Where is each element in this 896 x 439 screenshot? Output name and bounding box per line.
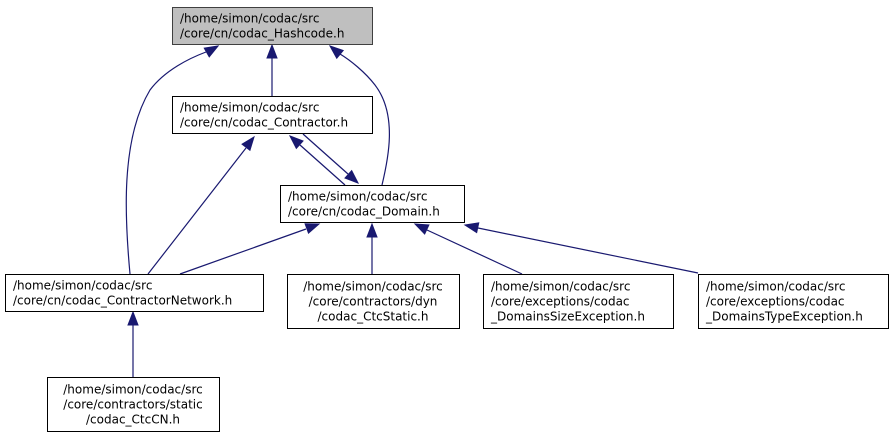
arrowhead-icon bbox=[288, 135, 304, 150]
node-label-line: /codac_CtcStatic.h bbox=[318, 310, 429, 324]
node-label-line: /core/cn/codac_Domain.h bbox=[288, 205, 440, 219]
node-contractornetwork[interactable]: /home/simon/codac/src/core/cn/codac_Cont… bbox=[5, 274, 264, 312]
arrowhead-icon bbox=[328, 45, 345, 60]
node-label-line: _DomainsTypeException.h bbox=[705, 310, 863, 324]
edge-contractor-to-domain bbox=[302, 133, 360, 184]
arrowhead-icon bbox=[413, 223, 430, 235]
node-label-line: /home/simon/codac/src bbox=[180, 101, 319, 115]
edge-ctccn-to-contractornetwork bbox=[127, 310, 139, 377]
node-label-line: /core/cn/codac_ContractorNetwork.h bbox=[13, 294, 232, 308]
node-hashcode: /home/simon/codac/src/core/cn/codac_Hash… bbox=[172, 7, 373, 45]
edge-line bbox=[147, 147, 247, 275]
edge-ctcstatic-to-domain bbox=[366, 222, 378, 274]
node-label-line: /home/simon/codac/src bbox=[706, 280, 845, 294]
node-box[interactable] bbox=[172, 96, 373, 134]
edge-line bbox=[339, 53, 390, 186]
node-label-line: /core/exceptions/codac bbox=[706, 295, 845, 309]
node-label-line: _DomainsSizeException.h bbox=[490, 310, 645, 324]
node-box bbox=[172, 7, 373, 45]
node-contractor[interactable]: /home/simon/codac/src/core/cn/codac_Cont… bbox=[172, 96, 373, 134]
node-label-line: /home/simon/codac/src bbox=[180, 12, 319, 26]
edge-line bbox=[302, 133, 349, 175]
edge-contractor-to-hashcode bbox=[266, 43, 278, 96]
node-box[interactable] bbox=[483, 274, 674, 329]
edge-line bbox=[179, 228, 307, 275]
edge-contractornetwork-to-domain bbox=[179, 223, 321, 275]
node-label-line: /home/simon/codac/src bbox=[288, 190, 427, 204]
node-domainssizeexception[interactable]: /home/simon/codac/src/core/exceptions/co… bbox=[483, 274, 674, 329]
edges-layer bbox=[125, 43, 699, 377]
edge-domainstypeexception-to-domain bbox=[463, 222, 699, 274]
node-box[interactable] bbox=[280, 185, 465, 223]
arrowhead-icon bbox=[366, 222, 378, 238]
edge-line bbox=[125, 51, 207, 275]
arrowhead-icon bbox=[266, 43, 278, 59]
node-label-line: /codac_CtcCN.h bbox=[86, 413, 180, 427]
arrowhead-icon bbox=[203, 45, 220, 58]
nodes-layer: /home/simon/codac/src/core/cn/codac_Hash… bbox=[5, 7, 889, 432]
edge-contractornetwork-to-hashcode bbox=[125, 45, 220, 275]
node-box[interactable] bbox=[47, 377, 220, 432]
edge-line bbox=[477, 227, 699, 274]
node-domainstypeexception[interactable]: /home/simon/codac/src/core/exceptions/co… bbox=[698, 274, 889, 329]
node-box[interactable] bbox=[5, 274, 264, 312]
edge-domain-to-contractor bbox=[288, 135, 346, 186]
edge-line bbox=[299, 144, 346, 186]
node-label-line: /core/cn/codac_Hashcode.h bbox=[180, 27, 344, 41]
node-label-line: /home/simon/codac/src bbox=[13, 279, 152, 293]
node-label-line: /core/contractors/dyn bbox=[309, 295, 438, 309]
node-label-line: /home/simon/codac/src bbox=[303, 280, 442, 294]
edge-line bbox=[426, 229, 523, 275]
node-ctcstatic[interactable]: /home/simon/codac/src/core/contractors/d… bbox=[287, 274, 460, 329]
arrowhead-icon bbox=[127, 310, 139, 326]
arrowhead-icon bbox=[463, 222, 480, 234]
edge-domainssizeexception-to-domain bbox=[413, 223, 523, 275]
node-label-line: /core/exceptions/codac bbox=[491, 295, 630, 309]
edge-contractornetwork-to-contractor bbox=[147, 135, 255, 275]
node-label-line: /home/simon/codac/src bbox=[63, 383, 202, 397]
node-box[interactable] bbox=[698, 274, 889, 329]
node-box[interactable] bbox=[287, 274, 460, 329]
node-ctccn[interactable]: /home/simon/codac/src/core/contractors/s… bbox=[47, 377, 220, 432]
node-label-line: /core/contractors/static bbox=[63, 398, 202, 412]
arrowhead-icon bbox=[344, 169, 360, 184]
node-label-line: /core/cn/codac_Contractor.h bbox=[180, 116, 348, 130]
arrowhead-icon bbox=[304, 223, 321, 234]
node-label-line: /home/simon/codac/src bbox=[491, 280, 630, 294]
edge-domain-to-hashcode bbox=[328, 45, 390, 186]
arrowhead-icon bbox=[241, 135, 255, 152]
node-domain[interactable]: /home/simon/codac/src/core/cn/codac_Doma… bbox=[280, 185, 465, 223]
